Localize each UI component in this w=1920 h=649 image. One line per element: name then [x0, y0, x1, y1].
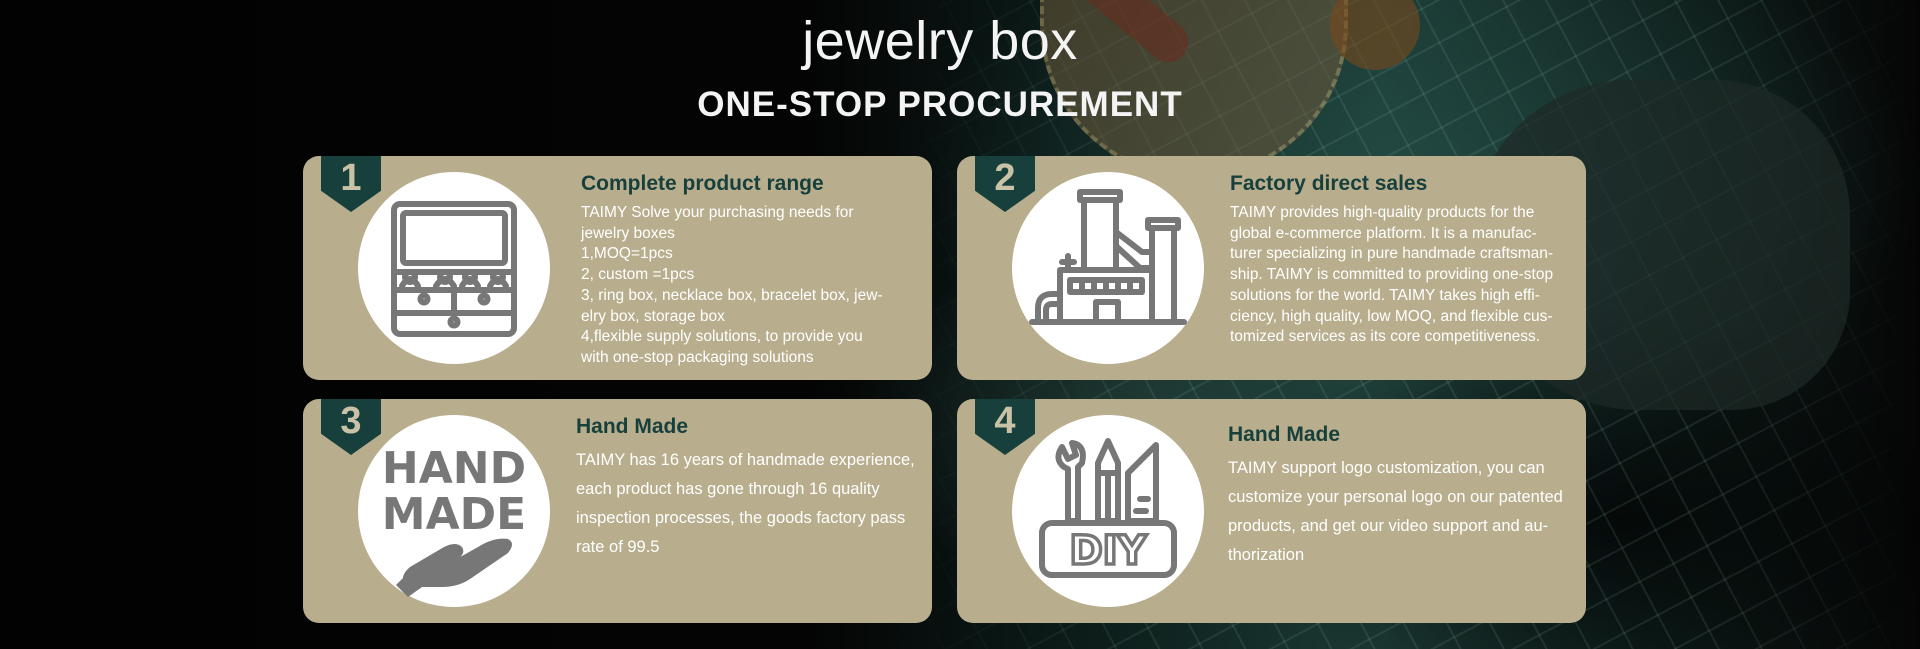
body-line: solutions for the world. TAIMY takes hig… — [1230, 286, 1540, 304]
body-line: global e-commerce platform. It is a manu… — [1230, 224, 1537, 242]
card-heading: Factory direct sales — [1230, 172, 1428, 195]
body-line: 4,flexible supply solutions, to provide … — [581, 328, 863, 346]
card-heading: Complete product range — [581, 172, 824, 195]
body-line: TAIMY has 16 years of handmade experienc… — [576, 451, 915, 469]
feature-card-product-range: 1 Complete product range TAIMY Solve you… — [303, 156, 932, 380]
body-line: jewelry boxes — [581, 224, 675, 242]
body-line: inspection processes, the goods factory … — [576, 509, 906, 527]
feature-card-factory-direct: 2 Factory direct sa — [957, 156, 1586, 380]
body-line: each product has gone through 16 quality — [576, 480, 880, 498]
body-line: 2, custom =1pcs — [581, 266, 695, 284]
card-body: TAIMY provides high-quality products for… — [1230, 203, 1586, 348]
card-heading: Hand Made — [576, 415, 689, 438]
body-line: ciency, high quality, low MOQ, and flexi… — [1230, 307, 1553, 325]
body-line: thorization — [1228, 546, 1305, 564]
body-line: tomized services as its core competitive… — [1230, 328, 1541, 346]
body-line: TAIMY provides high-quality products for… — [1230, 204, 1535, 221]
icon-text: MADE — [382, 489, 526, 540]
body-line: customize your personal logo on our pate… — [1228, 488, 1563, 506]
icon-text: DIY — [1069, 528, 1147, 574]
card-text: Hand Made TAIMY has 16 years of handmade… — [576, 415, 932, 562]
body-line: products, and get our video support and … — [1228, 517, 1549, 535]
diy-tools-icon: DIY — [1012, 415, 1204, 607]
card-body: TAIMY Solve your purchasing needs for je… — [581, 203, 931, 369]
card-text: Factory direct sales TAIMY provides high… — [1230, 172, 1586, 348]
card-body: TAIMY support logo customization, you ca… — [1228, 454, 1584, 570]
body-line: rate of 99.5 — [576, 538, 660, 556]
page-title: jewelry box — [802, 11, 1078, 71]
body-line: 3, ring box, necklace box, bracelet box,… — [581, 286, 883, 304]
body-line: TAIMY support logo customization, you ca… — [1228, 459, 1545, 477]
body-line: TAIMY Solve your purchasing needs for — [581, 204, 854, 221]
card-text: Complete product range TAIMY Solve your … — [581, 172, 931, 369]
card-text: Hand Made TAIMY support logo customizati… — [1228, 423, 1584, 570]
body-line: ship. TAIMY is committed to providing on… — [1230, 266, 1554, 284]
body-line: elry box, storage box — [581, 307, 725, 325]
body-line: 1,MOQ=1pcs — [581, 245, 673, 263]
card-heading: Hand Made — [1228, 423, 1341, 446]
feature-card-hand-made: 3 HAND MADE Hand Made TAIMY has 16 years… — [303, 399, 932, 623]
body-line: turer specializing in pure handmade craf… — [1230, 245, 1554, 263]
feature-card-logo-customization: 4 DIY Hand Made TAIMY support logo custo… — [957, 399, 1586, 623]
icon-text: HAND — [382, 443, 526, 494]
body-line: with one-stop packaging solutions — [581, 348, 814, 366]
hand-made-icon: HAND MADE — [358, 415, 550, 607]
page-subtitle: ONE-STOP PROCUREMENT — [697, 85, 1183, 124]
factory-icon — [1012, 172, 1204, 364]
card-body: TAIMY has 16 years of handmade experienc… — [576, 446, 932, 562]
jewelry-box-drawer-icon — [358, 172, 550, 364]
